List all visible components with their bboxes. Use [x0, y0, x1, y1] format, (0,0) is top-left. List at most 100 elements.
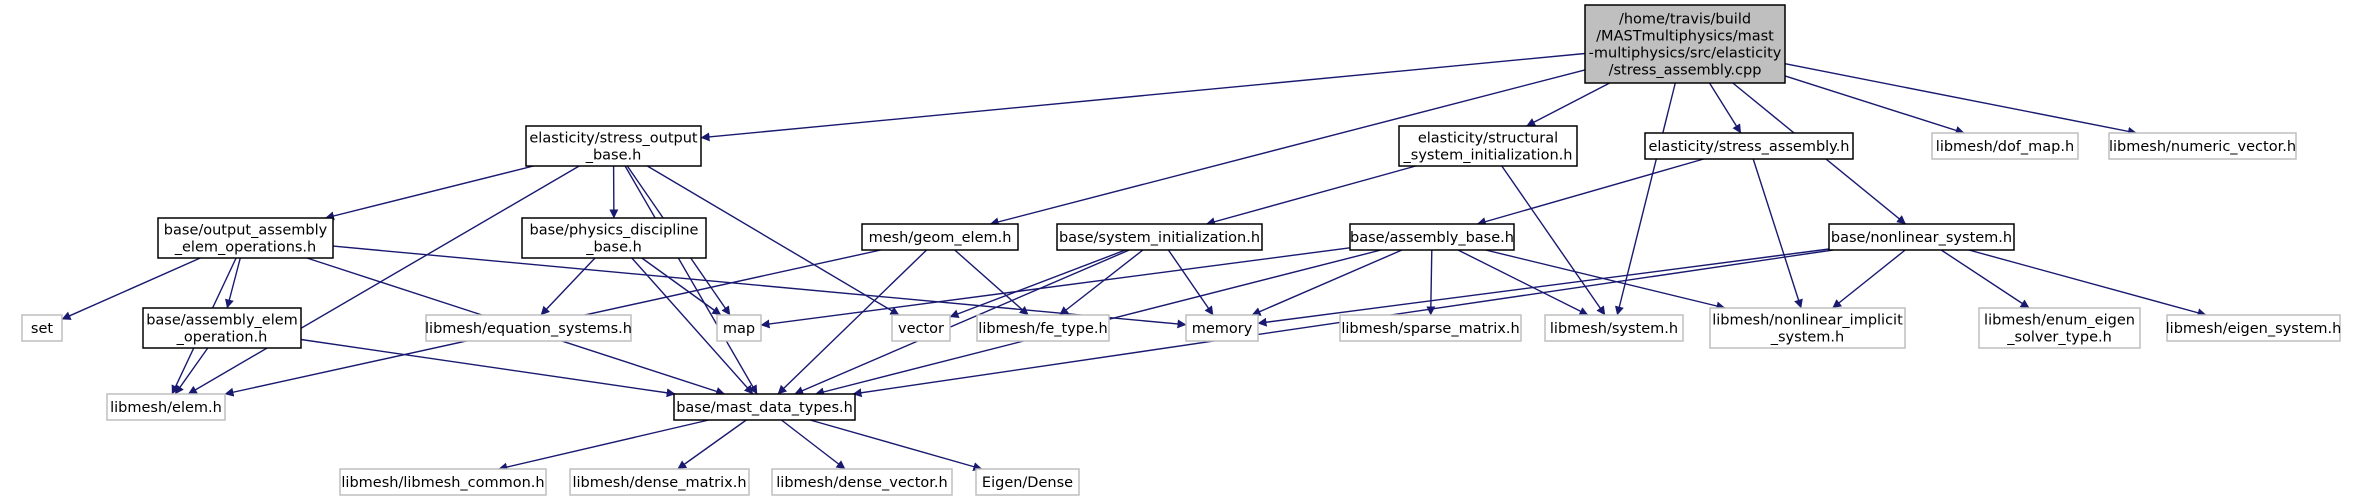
- edge-structural_system_init-to-system: [1501, 165, 1606, 316]
- edge-root-to-numeric_vector: [1784, 63, 2137, 136]
- node-box: [1828, 223, 2015, 251]
- node-eigen-dense: Eigen/Dense: [975, 468, 1080, 496]
- node-label-line: base/nonlinear_system.h: [1831, 230, 2012, 246]
- edge-assembly_base-to-system: [1457, 249, 1589, 316]
- node-label-line: _elem_operations.h: [174, 239, 316, 255]
- edge-mast_data_types-to-libmesh_common: [498, 419, 709, 472]
- node-label-line: /MASTmultiphysics/mast: [1596, 28, 1774, 44]
- edge-output_assembly_elem_ops-to-assembly_elem_operation: [225, 257, 241, 309]
- node-nonlinear-implicit-system: libmesh/nonlinear_implicit_system.h: [1709, 307, 1906, 349]
- node-label-line: base/system_initialization.h: [1059, 230, 1260, 246]
- node-label-line: map: [723, 321, 755, 337]
- node-label-line: libmesh/sparse_matrix.h: [1341, 321, 1519, 337]
- edge-stress_output_base-to-output_assembly_elem_ops: [325, 165, 534, 221]
- edge-nonlinear_system-to-memory: [1257, 248, 1830, 327]
- node-box: [1644, 132, 1854, 160]
- node-label-line: /home/travis/build: [1619, 11, 1751, 27]
- node-box: [1544, 314, 1684, 342]
- edge-stress_output_base-to-mast_data_types: [624, 165, 758, 395]
- node-dense-matrix: libmesh/dense_matrix.h: [569, 468, 750, 496]
- edge-mast_data_types-to-eigen_dense: [809, 419, 983, 471]
- node-assembly-elem-operation[interactable]: base/assembly_elem_operation.h: [142, 307, 302, 349]
- node-label-line: base/output_assembly: [164, 222, 328, 238]
- edge-mast_data_types-to-dense_matrix: [677, 419, 747, 470]
- edge-mast_data_types-to-dense_vector: [780, 419, 846, 470]
- node-assembly-base[interactable]: base/assembly_base.h: [1349, 223, 1515, 251]
- node-stress-output-base[interactable]: elasticity/stress_output_base.h: [525, 125, 702, 167]
- edge-root-to-dof_map: [1784, 75, 1965, 135]
- node-box: [339, 468, 547, 496]
- node-label-line: Eigen/Dense: [982, 475, 1073, 491]
- node-memory: memory: [1185, 314, 1259, 342]
- edge-root-to-system: [1615, 82, 1676, 316]
- edge-assembly_base-to-memory: [1251, 249, 1403, 316]
- edge-stress_output_base-to-vector: [646, 165, 900, 316]
- node-dof-map: libmesh/dof_map.h: [1931, 132, 2079, 160]
- edge-root-to-stress_assembly_h: [1708, 82, 1742, 134]
- node-label-line: libmesh/libmesh_common.h: [341, 475, 544, 491]
- node-box: [976, 314, 1110, 342]
- node-root: /home/travis/build/MASTmultiphysics/mast…: [1584, 4, 1786, 84]
- node-label-line: libmesh/numeric_vector.h: [2109, 139, 2296, 155]
- node-label-line: base/assembly_elem: [146, 312, 298, 328]
- node-dense-vector: libmesh/dense_vector.h: [771, 468, 953, 496]
- node-stress-assembly-h[interactable]: elasticity/stress_assembly.h: [1644, 132, 1854, 160]
- edge-nonlinear_system-to-eigen_system: [1968, 249, 2207, 318]
- edge-geom_elem-to-fe_type: [954, 249, 1029, 316]
- node-box: [891, 314, 951, 342]
- node-elem: libmesh/elem.h: [106, 393, 226, 421]
- edge-stress_output_base-to-elem: [187, 165, 580, 395]
- node-label-line: libmesh/system.h: [1550, 321, 1678, 337]
- node-box: [716, 314, 762, 342]
- edge-system_initialization-to-mast_data_types: [794, 249, 1130, 395]
- node-box: [975, 468, 1080, 496]
- node-label-line: set: [31, 321, 53, 337]
- edge-nonlinear_system-to-nonlinear_implicit_system: [1832, 249, 1906, 309]
- node-physics-discipline-base[interactable]: base/physics_discipline_base.h: [521, 217, 707, 259]
- edge-assembly_base-to-map: [760, 247, 1351, 329]
- node-label-line: libmesh/elem.h: [110, 400, 222, 416]
- node-mast-data-types[interactable]: base/mast_data_types.h: [673, 393, 856, 421]
- node-structural-system-init[interactable]: elasticity/structural_system_initializat…: [1398, 125, 1578, 167]
- node-fe-type: libmesh/fe_type.h: [976, 314, 1110, 342]
- node-box: [1185, 314, 1259, 342]
- node-box: [1931, 132, 2079, 160]
- node-nonlinear-system[interactable]: base/nonlinear_system.h: [1828, 223, 2015, 251]
- node-label-line: libmesh/nonlinear_implicit: [1712, 312, 1903, 328]
- node-system-initialization[interactable]: base/system_initialization.h: [1056, 223, 1263, 251]
- node-label-line: _base.h: [585, 239, 642, 255]
- node-geom-elem[interactable]: mesh/geom_elem.h: [861, 223, 1019, 251]
- node-label-line: elasticity/structural: [1418, 130, 1558, 146]
- node-label-line: libmesh/fe_type.h: [978, 321, 1107, 337]
- edge-assembly_elem_operation-to-elem: [174, 347, 209, 395]
- node-output-assembly-elem-ops[interactable]: base/output_assembly_elem_operations.h: [157, 217, 334, 259]
- node-label-line: libmesh/eigen_system.h: [2166, 321, 2342, 337]
- edges-layer: [61, 52, 2207, 472]
- node-label-line: memory: [1192, 321, 1253, 337]
- node-label-line: _operation.h: [176, 329, 268, 345]
- node-box: [521, 217, 707, 259]
- node-label-line: elasticity/stress_output: [529, 130, 698, 146]
- edge-nonlinear_system-to-enum_eigen_solver_type: [1940, 249, 2030, 309]
- edge-geom_elem-to-mast_data_types: [777, 249, 928, 395]
- edge-assembly_elem_operation-to-mast_data_types: [300, 338, 676, 398]
- node-label-line: _solver_type.h: [2006, 329, 2112, 345]
- node-eigen-system: libmesh/eigen_system.h: [2166, 314, 2342, 342]
- node-label-line: libmesh/dof_map.h: [1936, 139, 2074, 155]
- edge-stress_assembly_h-to-nonlinear_implicit_system: [1752, 158, 1803, 309]
- node-label-line: /stress_assembly.cpp: [1609, 62, 1762, 78]
- node-label-line: base/assembly_base.h: [1350, 230, 1514, 246]
- node-box: [861, 223, 1019, 251]
- edge-system_initialization-to-memory: [1167, 249, 1214, 316]
- node-box: [673, 393, 856, 421]
- node-box: [1978, 307, 2141, 349]
- edge-assembly_base-to-nonlinear_implicit_system: [1485, 249, 1726, 311]
- edge-output_assembly_elem_ops-to-memory: [332, 245, 1187, 329]
- node-box: [2166, 314, 2341, 342]
- node-box: [106, 393, 226, 421]
- edge-assembly_base-to-sparse_matrix: [1426, 249, 1436, 316]
- edge-physics_discipline_base-to-mast_data_types: [631, 257, 754, 395]
- node-set: set: [21, 314, 63, 342]
- node-box: [1398, 125, 1578, 167]
- node-box: [1056, 223, 1263, 251]
